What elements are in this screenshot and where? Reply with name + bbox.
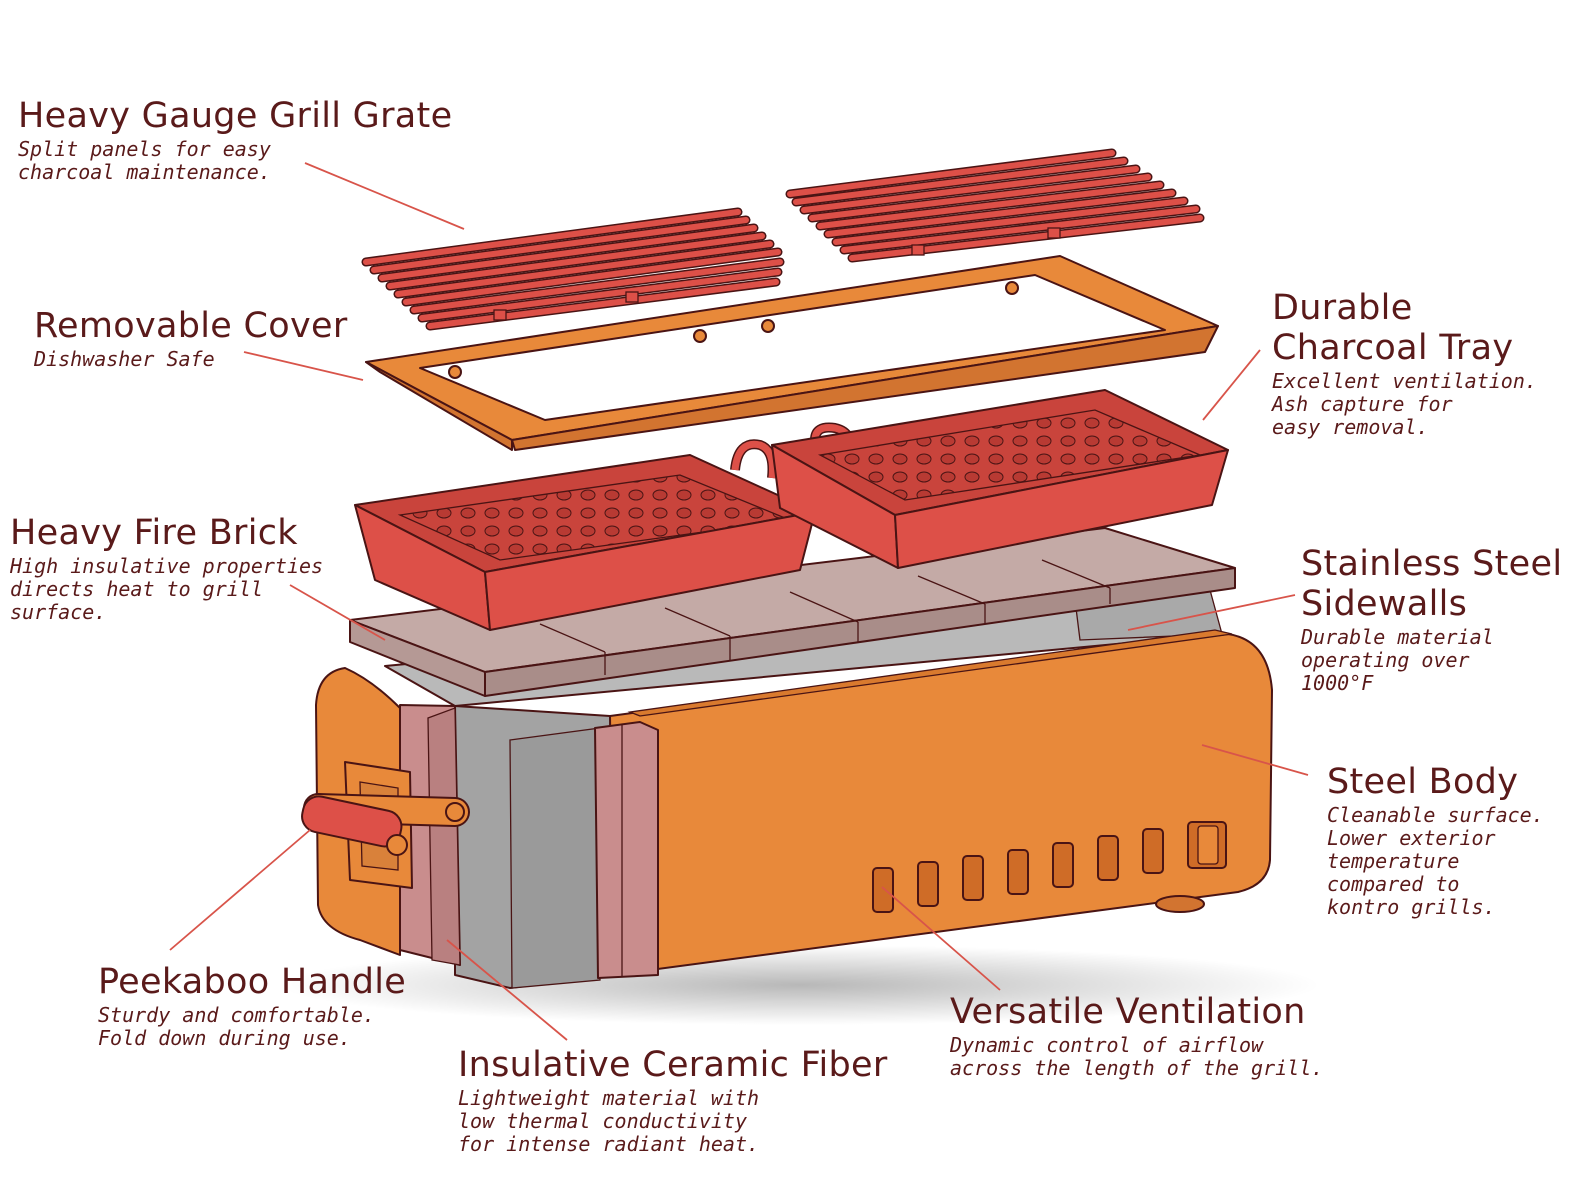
leader-charcoal-tray: [1202, 349, 1261, 421]
callout-ventilation: Versatile Ventilation Dynamic control of…: [950, 992, 1323, 1080]
leader-grill-grate: [304, 162, 465, 230]
leader-ventilation: [881, 886, 1001, 991]
callout-steel-body: Steel Body Cleanable surface. Lower exte…: [1327, 762, 1544, 919]
callout-removable-cover: Removable Cover Dishwasher Safe: [34, 306, 348, 371]
callout-title: Stainless Steel Sidewalls: [1301, 544, 1563, 624]
leader-ceramic-fiber: [446, 939, 568, 1041]
callout-fire-brick: Heavy Fire Brick High insulative propert…: [10, 513, 323, 624]
callout-title: Insulative Ceramic Fiber: [458, 1045, 888, 1085]
callout-ceramic-fiber: Insulative Ceramic Fiber Lightweight mat…: [458, 1045, 888, 1156]
grill-grate-illustration: [361, 148, 1205, 331]
callout-description: High insulative properties directs heat …: [10, 554, 324, 624]
vent-slots: [872, 821, 1227, 913]
callout-description: Dishwasher Safe: [34, 347, 215, 371]
charcoal-tray-illustration: [354, 389, 1229, 631]
callout-description: Cleanable surface. Lower exterior temper…: [1327, 803, 1544, 919]
callout-title: Durable Charcoal Tray: [1272, 288, 1514, 368]
callout-title: Removable Cover: [34, 306, 348, 346]
leader-removable-cover: [243, 351, 364, 381]
callout-title: Heavy Fire Brick: [10, 513, 298, 553]
callout-title: Steel Body: [1327, 762, 1519, 802]
grate-right: [785, 148, 1205, 263]
callout-charcoal-tray: Durable Charcoal Tray Excellent ventilat…: [1272, 288, 1537, 439]
cover-frame-illustration: [365, 255, 1219, 451]
callout-handle: Peekaboo Handle Sturdy and comfortable. …: [98, 962, 406, 1050]
callout-title: Heavy Gauge Grill Grate: [18, 96, 453, 136]
callout-description: Durable material operating over 1000°F: [1301, 625, 1494, 695]
callout-title: Versatile Ventilation: [950, 992, 1306, 1032]
leader-steel-body: [1201, 744, 1309, 776]
callout-description: Dynamic control of airflow across the le…: [950, 1033, 1324, 1080]
leader-lines: [169, 162, 1309, 1041]
callout-description: Split panels for easy charcoal maintenan…: [18, 137, 271, 184]
leader-sidewalls: [1127, 594, 1296, 631]
leader-fire-brick: [289, 584, 386, 641]
callout-description: Lightweight material with low thermal co…: [458, 1086, 760, 1156]
callout-grill-grate: Heavy Gauge Grill Grate Split panels for…: [18, 96, 452, 184]
callout-description: Excellent ventilation. Ash capture for e…: [1272, 369, 1537, 439]
grate-left: [361, 207, 785, 331]
callout-sidewalls: Stainless Steel Sidewalls Durable materi…: [1301, 544, 1562, 695]
callout-title: Peekaboo Handle: [98, 962, 407, 1002]
handle-illustration: [301, 761, 470, 889]
grill-body-illustration: [315, 589, 1273, 989]
leader-handle: [169, 829, 311, 951]
callout-description: Sturdy and comfortable. Fold down during…: [98, 1003, 375, 1050]
